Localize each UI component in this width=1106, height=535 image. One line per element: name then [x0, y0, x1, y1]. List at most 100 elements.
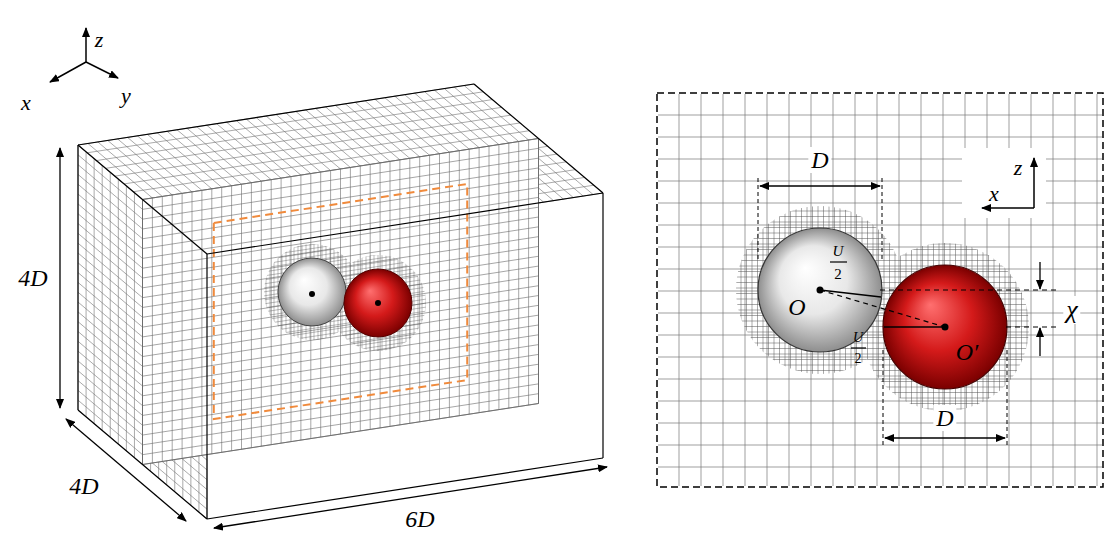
grid-line	[162, 196, 163, 461]
grid-line	[250, 337, 440, 366]
grid-line	[250, 245, 440, 274]
grid-line	[143, 354, 539, 415]
dimension-arrow	[1039, 328, 1040, 356]
grid-line	[250, 325, 440, 354]
grid-line	[250, 230, 251, 370]
grid-line	[430, 230, 431, 370]
inset-mesh	[658, 94, 1102, 486]
grid-line	[730, 376, 1035, 377]
grid-line	[143, 364, 539, 425]
domain-edge	[207, 193, 603, 254]
grid-line	[701, 94, 702, 486]
grid-line	[78, 145, 79, 410]
grid-line	[658, 247, 1102, 248]
center-dot	[817, 287, 824, 294]
grid-line	[658, 115, 1102, 116]
grid-line	[250, 321, 440, 350]
dimension-arrow	[1039, 262, 1040, 289]
extension-line	[882, 178, 883, 262]
grid-line	[143, 305, 539, 366]
white-sphere	[278, 258, 346, 326]
axis-label: y	[121, 85, 131, 107]
grid-line	[658, 335, 1102, 336]
grid-line	[78, 84, 474, 145]
grid-line	[250, 253, 440, 282]
grid-line	[250, 341, 440, 370]
grid-line	[250, 249, 440, 278]
grid-line	[250, 237, 440, 266]
grid-line	[538, 139, 539, 404]
grid-line	[250, 233, 440, 262]
center-label: O	[788, 295, 805, 319]
grid-line	[1032, 200, 1033, 420]
axis-arrow	[86, 62, 118, 78]
grid-line	[241, 184, 242, 449]
grid-line	[254, 230, 255, 370]
grid-line	[459, 151, 460, 416]
grid-line	[261, 181, 262, 446]
grid-line	[730, 398, 1035, 399]
axes-patch	[962, 148, 1046, 218]
grid-line	[426, 230, 427, 370]
fraction-bar	[830, 261, 847, 262]
radius-line	[884, 326, 945, 327]
fraction-numerator: U	[833, 244, 844, 259]
grid-line	[143, 178, 539, 239]
grid-line	[143, 374, 539, 435]
grid-line	[658, 269, 1102, 270]
dimension-label: D	[933, 405, 956, 431]
mesh-grid	[143, 139, 539, 465]
refined-mesh	[250, 201, 440, 370]
grid-line	[143, 148, 539, 209]
grid-line	[221, 187, 222, 452]
grid-line	[143, 384, 539, 445]
fraction-denominator: 2	[834, 267, 842, 282]
grid-line	[508, 143, 509, 408]
grid-line	[250, 329, 440, 358]
grid-line	[201, 190, 202, 455]
extension-line	[880, 290, 1056, 291]
grid-line	[250, 205, 440, 234]
grid-line	[449, 152, 450, 417]
fraction-bar	[851, 347, 866, 348]
grid-line	[143, 325, 539, 386]
grid-line	[250, 313, 440, 342]
white-sphere	[758, 228, 882, 352]
dimension-label: 6D	[402, 506, 437, 532]
axis-label: x	[989, 183, 999, 205]
mid-plane	[143, 139, 539, 465]
grid-line	[211, 189, 212, 454]
center-dot	[942, 324, 949, 331]
grid-line	[231, 186, 232, 451]
grid-line	[418, 230, 419, 370]
grid-line	[469, 149, 470, 414]
grid-line	[438, 230, 439, 370]
dimension-arrow	[66, 419, 186, 521]
grid-line	[192, 192, 193, 457]
axis-arrow	[1033, 158, 1035, 208]
grid-line	[143, 394, 539, 455]
dimension-label: 4D	[66, 473, 101, 499]
axis-label: x	[21, 92, 31, 114]
grid-line	[143, 168, 539, 229]
grid-line	[1097, 94, 1098, 486]
grid-line	[250, 309, 440, 338]
grid-line	[730, 403, 1035, 404]
dimension-label: 4D	[15, 265, 50, 291]
radius-line	[820, 290, 881, 297]
grid-line	[250, 213, 440, 242]
grid-line	[207, 254, 208, 519]
grid-line	[658, 313, 1102, 314]
grid-line	[658, 137, 1102, 138]
grid-line	[142, 200, 143, 465]
domain-edge	[78, 84, 474, 145]
grid-line	[414, 230, 415, 370]
dimension-label: D	[808, 147, 831, 173]
grid-line	[679, 94, 680, 486]
grid-line	[143, 207, 539, 268]
grid-line	[1075, 94, 1076, 486]
grid-line	[518, 142, 519, 407]
fraction-numerator: U	[853, 331, 863, 345]
